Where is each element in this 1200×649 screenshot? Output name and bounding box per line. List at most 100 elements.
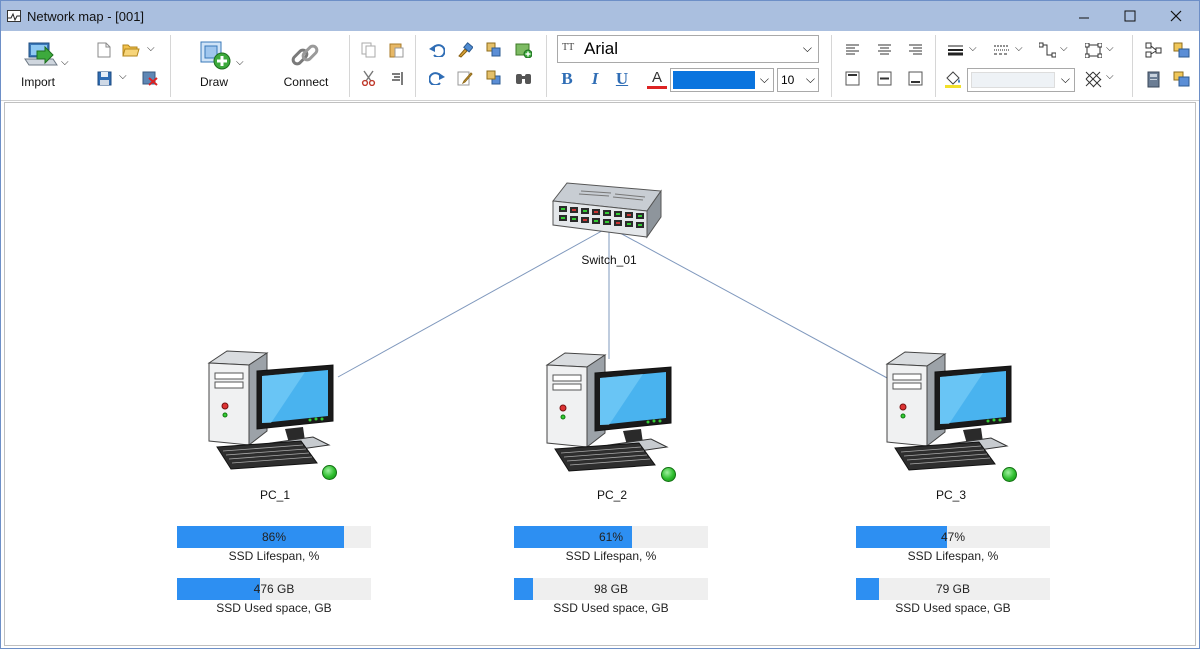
add-picture-button[interactable] (513, 41, 533, 59)
line-width-button[interactable] (945, 41, 965, 59)
edit-button[interactable] (456, 69, 474, 87)
ungroup-icon (486, 70, 501, 85)
pc-node-2[interactable] (543, 351, 677, 483)
font-size-select[interactable]: 10 ⌵ (777, 68, 819, 92)
links-layer (337, 226, 890, 380)
fill-color-swatch (971, 72, 1055, 88)
align-bottom-button[interactable] (906, 69, 924, 87)
find-button[interactable] (513, 69, 533, 87)
switch-node[interactable] (551, 179, 663, 243)
align-top-button[interactable] (843, 69, 861, 87)
ssd-lifespan-bar-fill (514, 526, 632, 548)
toolbar-separator (546, 35, 547, 97)
shape-border-button[interactable] (1083, 41, 1103, 59)
save-button[interactable] (95, 69, 113, 87)
ssd-used-space-caption: SSD Used space, GB (895, 601, 1011, 615)
cut-icon (361, 70, 375, 86)
pc-node-3[interactable] (883, 350, 1017, 482)
connector-dropdown-icon[interactable]: ⌵ (1060, 43, 1068, 54)
toolbar-separator (349, 35, 350, 97)
pc-label: PC_1 (259, 488, 291, 502)
shape-border-icon (1084, 42, 1102, 58)
ssd-lifespan-bar-fill (856, 526, 947, 548)
copy-button[interactable] (359, 41, 377, 59)
draw-dropdown-icon[interactable]: ⌵ (236, 57, 244, 68)
new-document-button[interactable] (95, 41, 113, 59)
open-folder-icon (122, 44, 140, 57)
link-switch-pc3[interactable] (608, 226, 890, 380)
ssd-lifespan-bar: 86% (177, 526, 371, 548)
database-button[interactable] (1143, 69, 1163, 89)
close-button[interactable] (1153, 1, 1199, 31)
edit-icon (457, 71, 473, 86)
ssd-lifespan-value: 61% (598, 530, 624, 544)
line-width-dropdown-icon[interactable]: ⌵ (969, 43, 977, 54)
export-button[interactable] (1171, 41, 1191, 59)
minimize-icon (1079, 17, 1089, 19)
font-color-button[interactable]: A (647, 69, 667, 89)
screen-icon (1173, 71, 1189, 87)
group-button[interactable] (485, 41, 503, 59)
connect-button[interactable] (287, 39, 323, 73)
fill-color-select[interactable]: ⌵ (967, 68, 1075, 92)
align-right-button[interactable] (906, 41, 924, 59)
redo-button[interactable] (428, 69, 446, 87)
open-dropdown-icon[interactable]: ⌵ (147, 43, 155, 54)
window-title: Network map - [001] (27, 8, 145, 24)
ssd-lifespan-caption: SSD Lifespan, % (907, 549, 999, 563)
text-color-select[interactable]: ⌵ (670, 68, 774, 92)
cut-button[interactable] (359, 69, 377, 87)
italic-button[interactable]: I (591, 69, 599, 88)
ungroup-button[interactable] (485, 69, 503, 87)
toolbar-separator (170, 35, 171, 97)
screen-button[interactable] (1171, 69, 1191, 89)
underline-button[interactable]: U (615, 69, 629, 88)
import-dropdown-icon[interactable]: ⌵ (61, 57, 69, 68)
fill-color-icon (945, 71, 961, 88)
title-bar: Network map - [001] (1, 1, 1199, 31)
line-style-dropdown-icon[interactable]: ⌵ (1015, 43, 1023, 54)
open-button[interactable] (121, 41, 141, 59)
ssd-used-space-value: 79 GB (935, 582, 971, 596)
maximize-button[interactable] (1107, 1, 1153, 31)
layout-button[interactable] (1143, 41, 1163, 59)
pattern-button[interactable] (1083, 69, 1103, 89)
find-icon (515, 73, 531, 84)
close-file-button[interactable] (141, 69, 159, 87)
minimize-button[interactable] (1061, 1, 1107, 31)
align-top-icon (845, 71, 859, 85)
pc-label: PC_3 (935, 488, 967, 502)
bold-button[interactable]: B (561, 69, 573, 88)
draw-button[interactable] (197, 39, 233, 71)
save-dropdown-icon[interactable]: ⌵ (119, 71, 127, 82)
toolbar: ⌵ Import ⌵ ⌵ ⌵ Draw (1, 31, 1199, 101)
format-painter-button[interactable] (456, 41, 474, 59)
pc-node-1[interactable] (205, 349, 339, 481)
import-button[interactable] (21, 37, 61, 71)
align-button[interactable] (387, 69, 405, 87)
fill-color-button[interactable] (943, 69, 963, 89)
align-left-button[interactable] (843, 41, 861, 59)
ssd-used-space-bar-fill (177, 578, 260, 600)
text-color-swatch (673, 71, 755, 89)
link-switch-pc1[interactable] (337, 226, 610, 378)
ssd-used-space-value: 476 GB (253, 582, 295, 596)
paste-button[interactable] (387, 41, 405, 59)
undo-button[interactable] (428, 41, 446, 59)
align-center-button[interactable] (875, 41, 893, 59)
toolbar-separator (935, 35, 936, 97)
pattern-icon (1085, 71, 1101, 87)
align-middle-button[interactable] (875, 69, 893, 87)
ssd-used-space-bar-fill (856, 578, 879, 600)
line-style-button[interactable] (991, 41, 1011, 59)
connector-button[interactable] (1037, 41, 1057, 59)
align-right-icon (908, 44, 922, 55)
shape-border-dropdown-icon[interactable]: ⌵ (1106, 43, 1114, 54)
line-style-icon (993, 45, 1009, 55)
undo-icon (429, 44, 445, 57)
pattern-dropdown-icon[interactable]: ⌵ (1106, 71, 1114, 82)
font-family-select[interactable]: TT Arial ⌵ (557, 35, 819, 63)
computer-icon (207, 350, 334, 470)
